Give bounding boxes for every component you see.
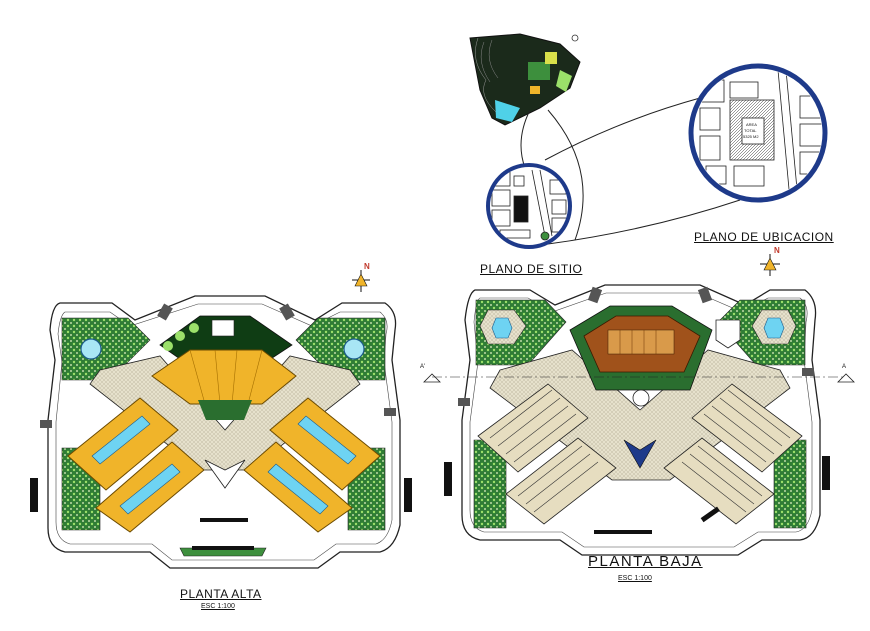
upper-floor-scale: ESC 1:100 (201, 603, 235, 610)
area-note-line-3: 5325 M2 (743, 134, 759, 139)
ground-floor-scale: ESC 1:100 (618, 575, 652, 582)
north-arrow-right-icon (760, 254, 780, 276)
section-label-right: A (842, 364, 847, 370)
north-arrow-left-icon (352, 270, 370, 292)
ground-floor-title: PLANTA BAJA (588, 553, 703, 570)
ground-floor-plan (444, 284, 830, 556)
area-note-line-1: AREA (746, 122, 757, 127)
section-label-left: A' (420, 364, 426, 370)
north-label-right: N (774, 246, 780, 255)
location-detail-circle (688, 63, 828, 203)
site-plan-map (469, 33, 581, 126)
site-detail-circle (486, 163, 572, 249)
site-plan-title: PLANO DE SITIO (480, 262, 583, 276)
location-plan-title: PLANO DE UBICACION (694, 230, 834, 244)
north-label-left: N (364, 262, 370, 271)
upper-floor-title: PLANTA ALTA (180, 587, 262, 601)
area-note-line-2: TOTAL (744, 128, 757, 133)
upper-floor-plan (30, 295, 412, 569)
